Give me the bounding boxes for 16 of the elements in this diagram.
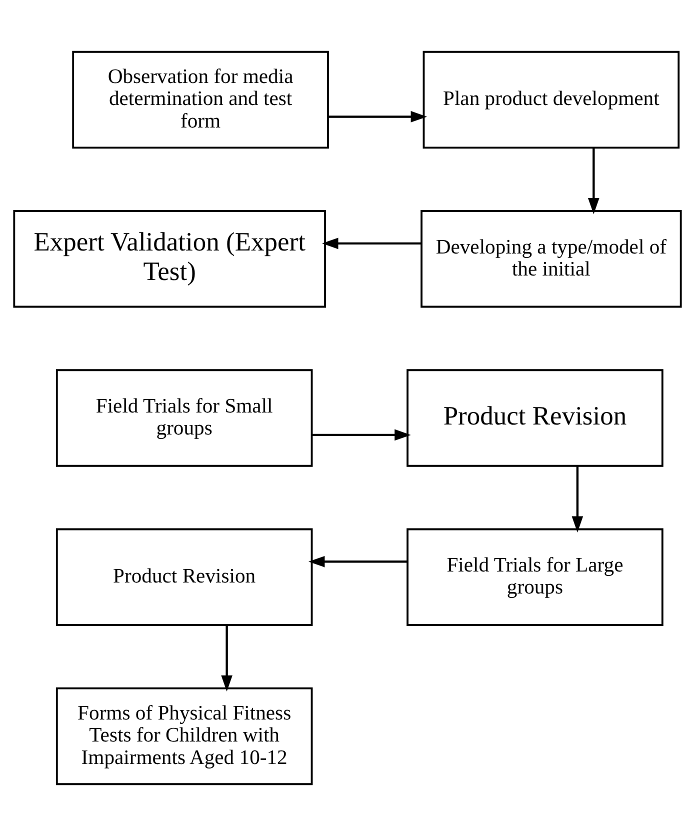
arrow [308,556,408,568]
node-box: Field Trials for Large groups [406,528,664,626]
node-box: Product Revision [56,528,313,626]
arrow [328,111,428,122]
node-box: Observation for media determination and test form [72,50,329,149]
node-box: Product Revision [406,369,664,467]
node-box: Expert Validation (Expert Test) [13,210,326,308]
node-box: Forms of Physical Fitness Tests for Children with Impairments Aged 10-12 [56,687,313,786]
arrow [572,466,584,532]
node-box: Developing a type/model of the initial [420,210,682,308]
arrow [312,429,411,441]
node-box: Field Trials for Small groups [56,369,313,467]
arrow [322,238,422,250]
arrow [221,625,232,692]
arrow [588,148,600,214]
node-box: Plan product development [422,50,680,149]
